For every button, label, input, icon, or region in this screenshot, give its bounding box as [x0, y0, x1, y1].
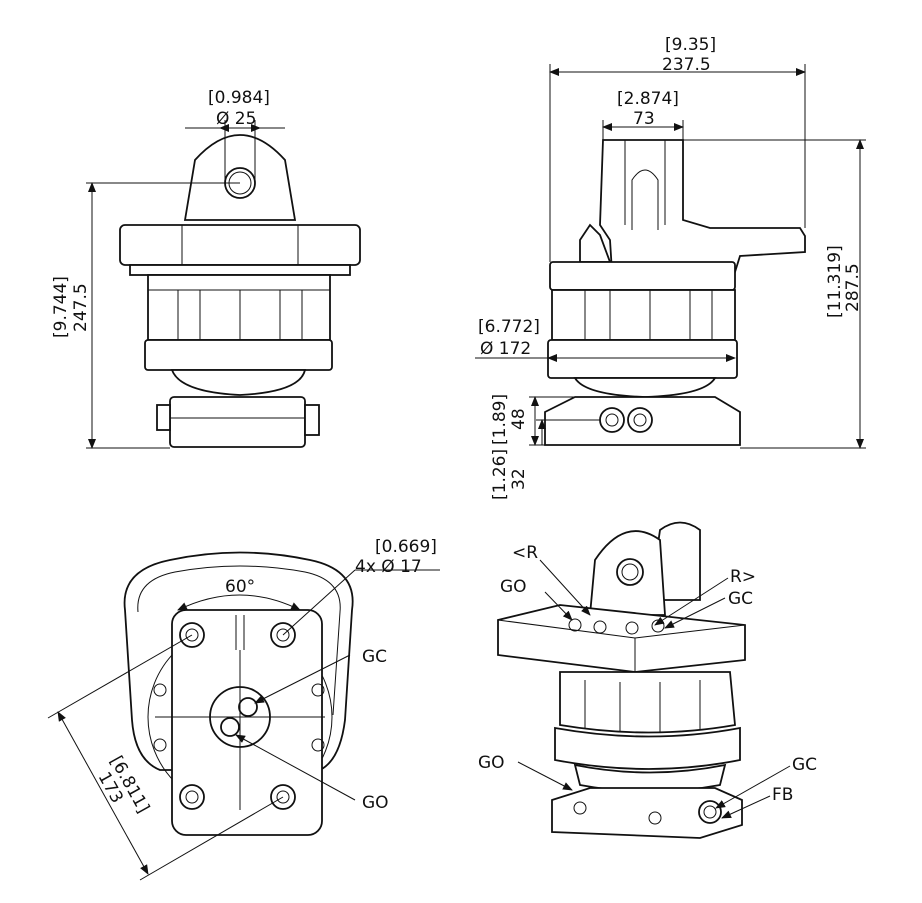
gc-label: GC [362, 647, 387, 667]
iso-view: <R R> GO GC GO GC FB [478, 521, 817, 839]
body [147, 274, 331, 341]
pin-dia-in: [0.984] [208, 88, 270, 108]
angle-label: 60° [225, 577, 255, 597]
side-body [551, 289, 736, 341]
r-right-label: R> [730, 567, 756, 587]
hole-dia-mm: 4x Ø 17 [355, 557, 422, 577]
iso-body [559, 671, 736, 734]
base-h-mm: 48 [509, 408, 529, 430]
height-in: [9.744] [51, 276, 71, 338]
fb-label: FB [772, 785, 793, 805]
go-bottom-label: GO [478, 753, 505, 773]
side-view: [9.35] 237.5 [2.874] 73 [11.319] 287.5 [… [475, 35, 866, 500]
side-lug [599, 139, 806, 273]
body-dia-in: [6.772] [478, 317, 540, 337]
width-mm: 237.5 [662, 55, 711, 75]
go-port [220, 717, 240, 737]
ring [144, 339, 333, 371]
body-dia-mm: Ø 172 [480, 339, 531, 359]
lug-mm: 73 [633, 109, 655, 129]
base-h-in: [1.89] [490, 394, 510, 445]
gc-top-label: GC [728, 589, 753, 609]
r-left-label: <R [512, 543, 538, 563]
flange [119, 224, 361, 266]
gc-port [238, 697, 258, 717]
iso-flange [497, 604, 746, 673]
pin-dia-mm: Ø 25 [216, 109, 256, 129]
lug-in: [2.874] [617, 89, 679, 109]
mount-hole [179, 784, 205, 810]
side-ring [547, 339, 738, 379]
gc-bottom-label: GC [792, 755, 817, 775]
port-h-mm: 32 [509, 468, 529, 490]
port-h-in: [1.26] [490, 449, 510, 500]
go-top-label: GO [500, 577, 527, 597]
iso-base [551, 787, 743, 839]
height-in-side: [11.319] [825, 245, 845, 318]
front-view: [0.984] Ø 25 [9.744] 247.5 [51, 88, 361, 449]
go-label: GO [362, 793, 389, 813]
width-in: [9.35] [665, 35, 716, 55]
iso-ring [554, 726, 741, 770]
height-mm: 247.5 [71, 283, 91, 332]
height-mm-side: 287.5 [843, 263, 863, 312]
bottom-view: 60° [0.669] 4x Ø 17 GC GO [6.811] 173 [47, 537, 440, 881]
base [169, 396, 306, 448]
hole-dia-in: [0.669] [375, 537, 437, 557]
